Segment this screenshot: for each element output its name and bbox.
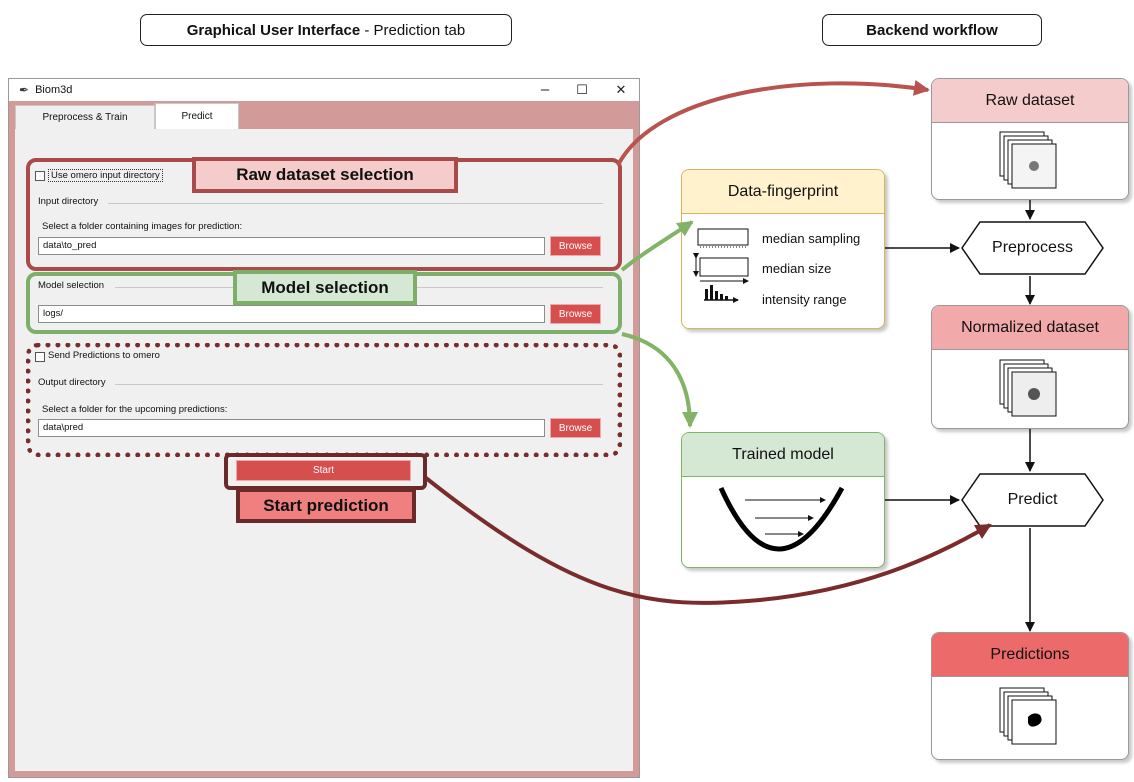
omero-output-checkbox[interactable] — [35, 352, 45, 362]
input-browse-button[interactable]: Browse — [550, 236, 601, 256]
output-directory-prompt: Select a folder for the upcoming predict… — [42, 404, 228, 415]
model-path-field[interactable]: logs/ — [38, 305, 545, 323]
tab-preprocess-train[interactable]: Preprocess & Train — [15, 105, 155, 129]
input-directory-field[interactable]: data\to_pred — [38, 237, 545, 255]
normalized-dataset-node: Normalized dataset — [931, 305, 1129, 429]
input-directory-divider — [108, 203, 603, 204]
tab-bar: Preprocess & Train Predict — [9, 101, 639, 129]
backend-header: Backend workflow — [822, 14, 1042, 46]
trained-model-title: Trained model — [682, 433, 884, 477]
gui-header-bold: Graphical User Interface — [186, 21, 361, 39]
start-prediction-label: Start prediction — [236, 488, 416, 523]
input-directory-prompt: Select a folder containing images for pr… — [42, 221, 243, 232]
raw-dataset-selection-label: Raw dataset selection — [192, 157, 458, 193]
minimize-button[interactable]: – — [540, 81, 550, 98]
title-bar: ✒ Biom3d – ☐ ✕ — [9, 79, 639, 101]
predictions-node: Predictions — [931, 632, 1129, 760]
predict-label: Predict — [1007, 491, 1058, 508]
predictions-title: Predictions — [932, 633, 1128, 677]
output-directory-divider — [115, 384, 603, 385]
fingerprint-item-intensity: intensity range — [762, 292, 847, 307]
window-title: Biom3d — [35, 84, 73, 96]
raw-dataset-title: Raw dataset — [932, 79, 1128, 123]
trained-model-node: Trained model — [681, 432, 885, 568]
tab-predict[interactable]: Predict — [155, 103, 239, 129]
model-selection-group-label: Model selection — [38, 280, 105, 291]
maximize-button[interactable]: ☐ — [576, 82, 588, 97]
fingerprint-item-sampling: median sampling — [762, 231, 861, 246]
close-button[interactable]: ✕ — [615, 82, 627, 97]
input-directory-group-label: Input directory — [38, 196, 99, 207]
omero-output-label: Send Predictions to omero — [48, 350, 160, 361]
preprocess-hexagon — [961, 221, 1104, 275]
normalized-dataset-title: Normalized dataset — [932, 306, 1128, 350]
output-directory-highlight — [26, 343, 622, 457]
gui-header: Graphical User Interface - Prediction ta… — [140, 14, 512, 46]
model-selection-label: Model selection — [233, 270, 417, 305]
backend-header-text: Backend workflow — [866, 21, 998, 39]
preprocess-label: Preprocess — [992, 239, 1073, 256]
omero-input-checkbox[interactable] — [35, 171, 45, 181]
output-directory-field[interactable]: data\pred — [38, 419, 545, 437]
app-feather-icon: ✒ — [19, 83, 30, 97]
output-directory-group-label: Output directory — [38, 377, 106, 388]
model-browse-button[interactable]: Browse — [550, 304, 601, 324]
start-button[interactable]: Start — [236, 460, 411, 481]
output-browse-button[interactable]: Browse — [550, 418, 601, 438]
omero-input-label: Use omero input directory — [48, 169, 163, 182]
fingerprint-node: Data-fingerprint — [681, 169, 885, 329]
start-highlight — [224, 453, 427, 490]
fingerprint-title: Data-fingerprint — [682, 170, 884, 214]
gui-header-rest: - Prediction tab — [360, 21, 466, 39]
raw-dataset-node: Raw dataset — [931, 78, 1129, 200]
fingerprint-item-size: median size — [762, 261, 832, 276]
